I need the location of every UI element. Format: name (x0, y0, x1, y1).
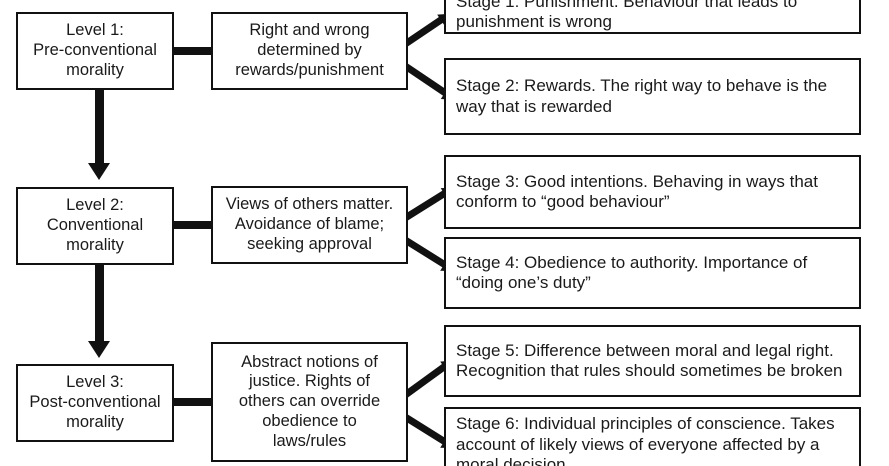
arrowhead-level1-to-level2 (88, 163, 110, 180)
arrowhead-level2-to-level3 (88, 341, 110, 358)
connector-description3-to-stage5 (403, 362, 449, 398)
connector-description2-to-stage4 (404, 237, 449, 269)
level-box-3[interactable]: Level 3: Post-conventional morality (16, 364, 174, 442)
description-box-3-label: Abstract notions of justice. Rights of o… (238, 352, 381, 450)
stage-box-5[interactable]: Stage 5: Difference between moral and le… (444, 325, 861, 397)
description-box-3[interactable]: Abstract notions of justice. Rights of o… (211, 342, 408, 462)
description-box-1[interactable]: Right and wrong determined by rewards/pu… (211, 12, 408, 90)
stage-box-5-label: Stage 5: Difference between moral and le… (456, 340, 843, 380)
connector-description3-to-stage6 (404, 414, 449, 446)
stage-box-2-label: Stage 2: Rewards. The right way to behav… (456, 76, 828, 116)
level-box-3-label: Level 3: Post-conventional morality (29, 373, 161, 431)
stage-box-3-label: Stage 3: Good intentions. Behaving in wa… (456, 171, 818, 211)
connector-level1-to-level2 (95, 90, 104, 165)
level-box-2-label: Level 2: Conventional morality (46, 196, 144, 254)
stage-box-3[interactable]: Stage 3: Good intentions. Behaving in wa… (444, 155, 861, 229)
connector-level3-to-description3 (172, 398, 216, 406)
connector-description1-to-stage2 (404, 63, 450, 98)
stage-box-2[interactable]: Stage 2: Rewards. The right way to behav… (444, 58, 861, 135)
level-box-2[interactable]: Level 2: Conventional morality (16, 187, 174, 265)
stage-box-1[interactable]: Stage 1: Punishment. Behaviour that lead… (444, 0, 861, 34)
connector-description1-to-stage1 (404, 15, 446, 47)
description-box-2-label: Views of others matter. Avoidance of bla… (225, 195, 394, 253)
connector-description2-to-stage3 (404, 189, 449, 221)
level-box-1[interactable]: Level 1: Pre-conventional morality (16, 12, 174, 90)
stage-box-4-label: Stage 4: Obedience to authority. Importa… (456, 252, 808, 292)
description-box-2[interactable]: Views of others matter. Avoidance of bla… (211, 186, 408, 264)
stage-box-6-label: Stage 6: Individual principles of consci… (456, 414, 835, 466)
stage-box-6[interactable]: Stage 6: Individual principles of consci… (444, 407, 861, 466)
stage-box-4[interactable]: Stage 4: Obedience to authority. Importa… (444, 237, 861, 309)
level-box-1-label: Level 1: Pre-conventional morality (33, 21, 157, 79)
stage-box-1-label: Stage 1: Punishment. Behaviour that lead… (456, 0, 798, 31)
connector-level2-to-level3 (95, 264, 104, 343)
connector-level1-to-description1 (172, 47, 216, 55)
description-box-1-label: Right and wrong determined by rewards/pu… (235, 21, 384, 79)
connector-level2-to-description2 (172, 221, 216, 229)
